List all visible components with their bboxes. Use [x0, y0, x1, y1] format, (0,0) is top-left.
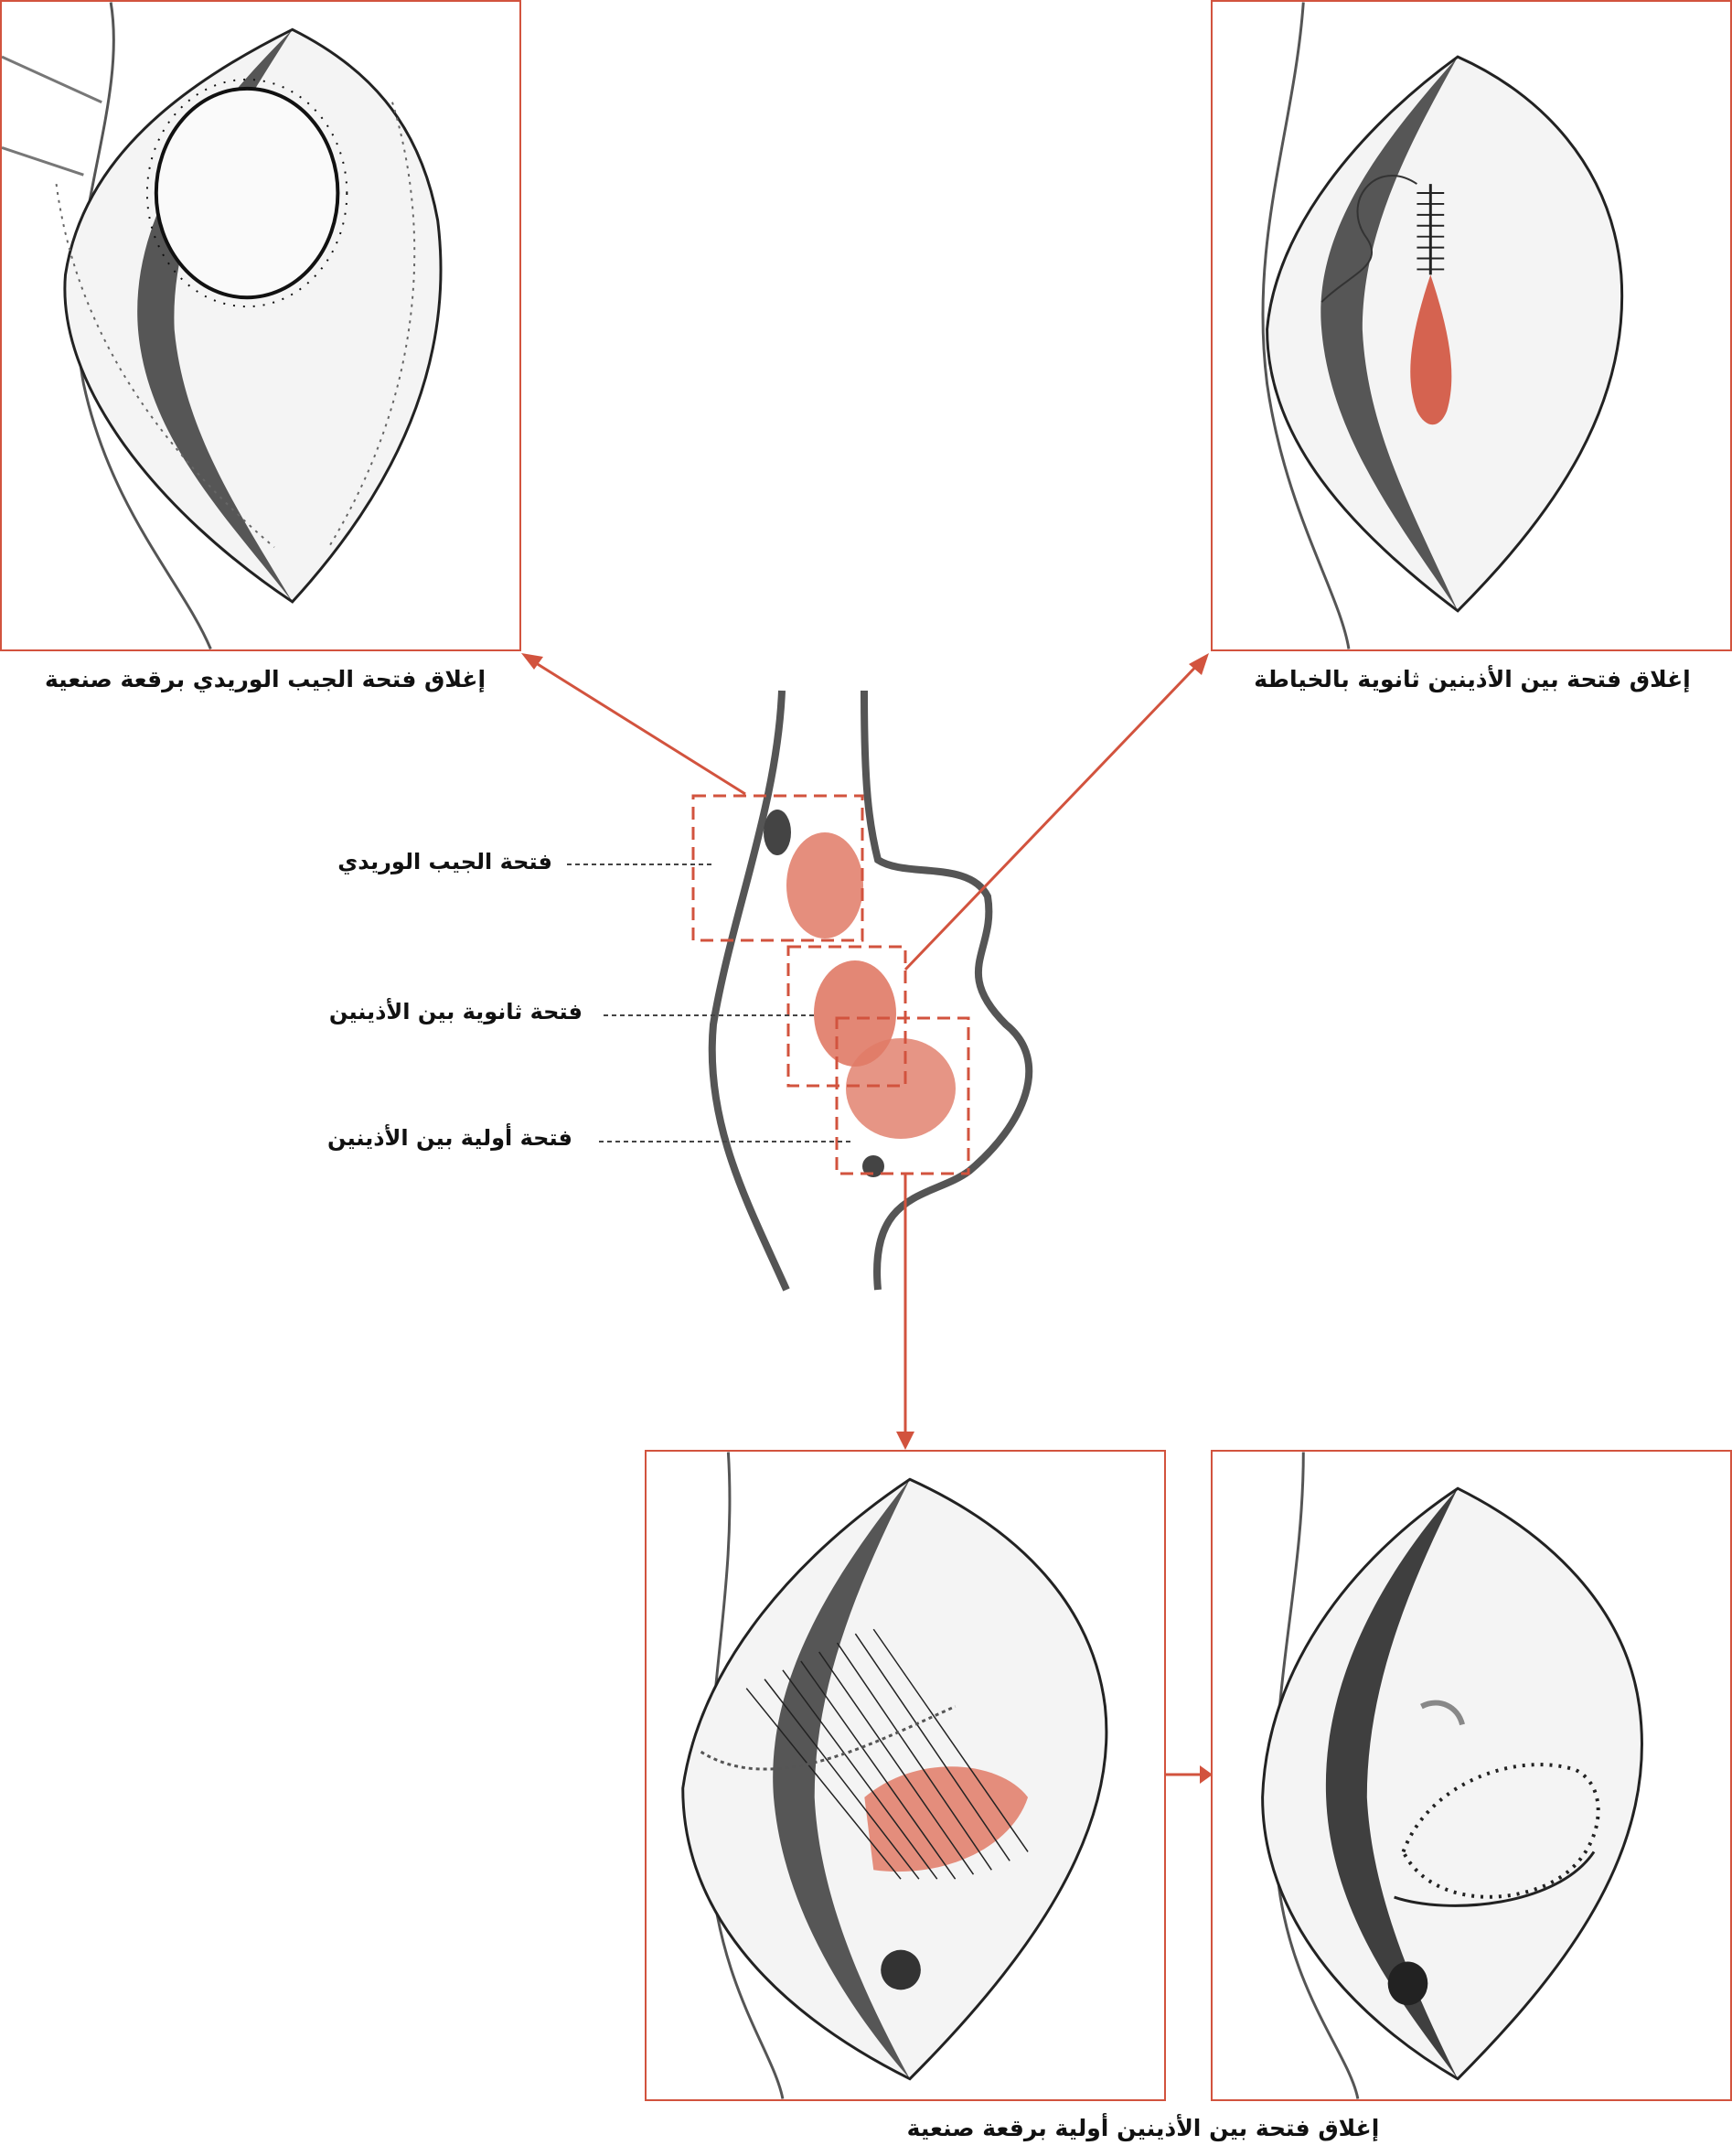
heart-incision-illustration [681, 1452, 1108, 2099]
suture-line [1417, 192, 1445, 271]
venous-orifice [764, 810, 791, 855]
caption-top-right: إغلاق فتحة بين الأذينين ثانوية بالخياطة [1254, 666, 1691, 692]
primum-defect [846, 1038, 956, 1139]
label-sinus-venosus: فتحة الجيب الوريدي [337, 849, 552, 874]
caption-top-left: إغلاق فتحة الجيب الوريدي برقعة صنعية [44, 666, 486, 692]
label-primum: فتحة أولية بين الأذينين [327, 1125, 572, 1151]
atrial-wall-shadow [1320, 57, 1459, 611]
label-secundum: فتحة ثانوية بين الأذينين [328, 999, 583, 1024]
atrial-wall-shadow [1325, 1488, 1459, 2079]
patch-outline [154, 86, 340, 300]
patch-sutures [745, 1628, 1029, 1880]
panel-sinus-venosus-patch [0, 0, 521, 651]
patch-suture-line [1401, 1763, 1600, 1899]
panel-primum-patch-closed [1211, 1450, 1732, 2101]
box-primum [835, 1016, 970, 1175]
sinus-venosus-defect [786, 832, 863, 939]
box-sinus-venosus [691, 794, 864, 942]
atrial-wall-shadow [773, 1479, 910, 2079]
heart-incision-illustration [1261, 1452, 1643, 2099]
coronary-sinus [862, 1155, 884, 1177]
arrow-to-top-right [903, 655, 1207, 971]
caption-bottom: إغلاق فتحة بين الأذينين أولية برقعة صنعي… [906, 2115, 1380, 2141]
coronary-sinus [1387, 1961, 1428, 2006]
heart-incision-illustration [1261, 2, 1624, 649]
arrow-to-top-left [525, 655, 746, 796]
panel-secundum-suture [1211, 0, 1732, 651]
heart-incision-illustration [2, 2, 443, 649]
secundum-defect [814, 960, 896, 1067]
atrial-wall-outline [1261, 1486, 1643, 2081]
secundum-defect-remnant [1410, 274, 1452, 425]
panel-primum-patch-placement [645, 1450, 1166, 2101]
patch-edge [700, 1705, 957, 1771]
coronary-sinus [881, 1949, 921, 1990]
